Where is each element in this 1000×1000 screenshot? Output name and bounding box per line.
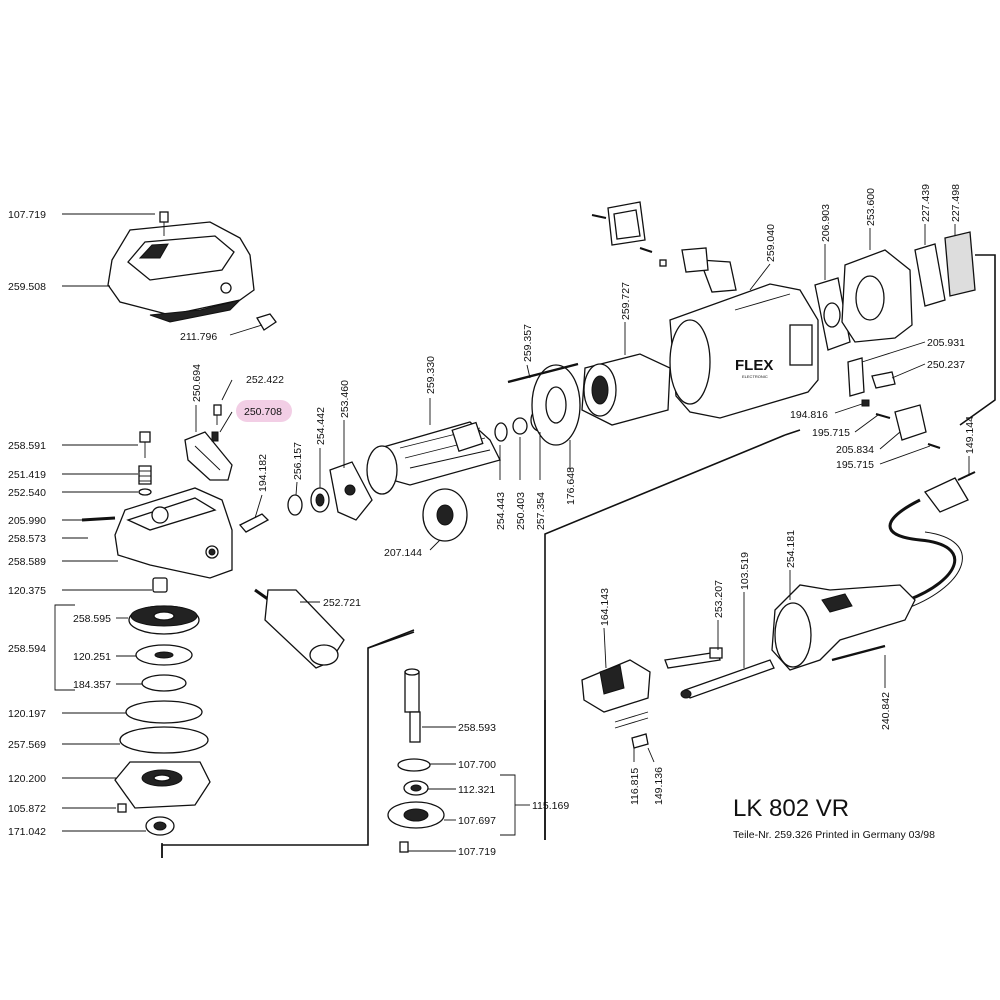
label-120200: 120.200: [8, 773, 46, 785]
label-112321: 112.321: [458, 784, 495, 796]
label-205931: 205.931: [927, 337, 965, 349]
label-250403: 250.403: [515, 492, 527, 530]
label-195715b: 195.715: [836, 459, 874, 471]
label-194816: 194.816: [790, 409, 828, 421]
label-211796: 211.796: [180, 331, 217, 343]
label-149136: 149.136: [653, 767, 665, 805]
label-259508: 259.508: [8, 281, 46, 293]
label-116815: 116.815: [629, 768, 641, 805]
label-256157: 256.157: [292, 442, 304, 480]
label-250694: 250.694: [191, 364, 203, 402]
frame-lines: [161, 254, 996, 858]
label-259040: 259.040: [765, 224, 777, 262]
label-259357: 259.357: [522, 324, 534, 362]
label-258593: 258.593: [458, 722, 496, 734]
label-205834: 205.834: [836, 444, 874, 456]
label-205990: 205.990: [8, 515, 46, 527]
label-257354: 257.354: [535, 492, 547, 530]
label-120375: 120.375: [8, 585, 46, 597]
highlight-250708: [236, 400, 292, 422]
label-250708: 250.708: [244, 406, 282, 418]
label-105872: 105.872: [8, 803, 46, 815]
label-252721: 252.721: [323, 597, 361, 609]
label-103519: 103.519: [739, 552, 751, 590]
label-107700: 107.700: [458, 759, 496, 771]
label-252422: 252.422: [246, 374, 284, 386]
label-254181: 254.181: [785, 530, 797, 568]
label-253460: 253.460: [339, 380, 351, 418]
label-120251: 120.251: [73, 651, 111, 663]
label-257569: 257.569: [8, 739, 46, 751]
label-252540: 252.540: [8, 487, 46, 499]
label-258595: 258.595: [73, 613, 111, 625]
label-253207: 253.207: [713, 580, 725, 618]
armature-assembly: [287, 362, 581, 542]
label-258591: 258.591: [8, 440, 46, 452]
label-254443: 254.443: [495, 492, 507, 530]
label-184357: 184.357: [73, 679, 111, 691]
label-107719a: 107.719: [8, 209, 46, 221]
label-107697: 107.697: [458, 815, 496, 827]
side-handle-252721: [254, 588, 345, 669]
label-120197: 120.197: [8, 708, 46, 720]
label-227439: 227.439: [920, 184, 932, 222]
label-259727: 259.727: [620, 282, 632, 320]
label-254442: 254.442: [315, 407, 327, 445]
leader-lines: [62, 213, 970, 852]
label-251419: 251.419: [8, 469, 46, 481]
label-258589: 258.589: [8, 556, 46, 568]
label-115169: 115.169: [532, 800, 569, 812]
gear-head-assembly: [54, 404, 270, 836]
motor-handle-254181: [771, 584, 916, 671]
part-number-subtitle: Teile-Nr. 259.326 Printed in Germany 03/…: [733, 829, 935, 841]
part-labels: 107.719 259.508 211.796 250.694 252.422 …: [8, 184, 976, 858]
label-259330: 259.330: [425, 356, 437, 394]
switch-electronics: [581, 647, 775, 749]
label-171042: 171.042: [8, 826, 46, 838]
label-250237: 250.237: [927, 359, 965, 371]
label-258594: 258.594: [8, 643, 46, 655]
brand-tagline: ELECTRONIC: [742, 374, 768, 379]
label-227498: 227.498: [950, 184, 962, 222]
label-195715a: 195.715: [812, 427, 850, 439]
label-194182: 194.182: [257, 454, 269, 492]
label-240842: 240.842: [880, 692, 892, 730]
label-107719b: 107.719: [458, 846, 496, 858]
spindle-set-115169: [387, 668, 516, 853]
label-253600: 253.600: [865, 188, 877, 226]
brand-logo: FLEX: [735, 357, 773, 374]
model-title: LK 802 VR: [733, 795, 849, 822]
gear-cover-259508: [107, 211, 277, 331]
power-cable-149144: [888, 471, 976, 609]
label-149144: 149.144: [964, 416, 976, 454]
motor-housing: FLEX ELECTRONIC: [581, 201, 976, 449]
label-258573: 258.573: [8, 533, 46, 545]
label-206903: 206.903: [820, 204, 832, 242]
label-207144: 207.144: [384, 547, 422, 559]
label-176648: 176.648: [565, 467, 577, 505]
label-164143: 164.143: [599, 588, 611, 626]
